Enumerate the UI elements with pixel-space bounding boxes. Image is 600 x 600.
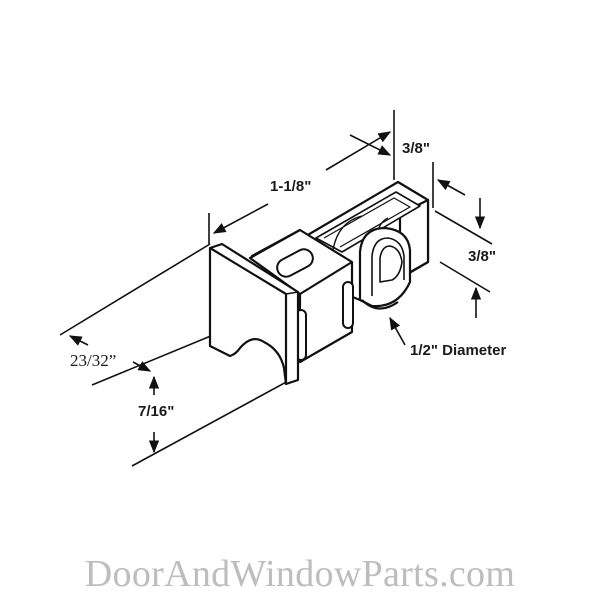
- dim-wheel-diameter-label: 1/2" Diameter: [410, 342, 507, 359]
- dimension-lines: [59, 110, 493, 467]
- watermark-text: DoorAndWindowParts.com: [84, 553, 516, 595]
- dim-width-label: 23/32”: [70, 351, 117, 370]
- dim-length-label: 1-1/8": [270, 178, 312, 195]
- dim-wheel-offset-label: 3/8": [468, 248, 496, 265]
- dim-top-width-label: 3/8": [402, 140, 430, 157]
- dim-height-label: 7/16": [138, 403, 175, 420]
- roller-body: [208, 180, 430, 386]
